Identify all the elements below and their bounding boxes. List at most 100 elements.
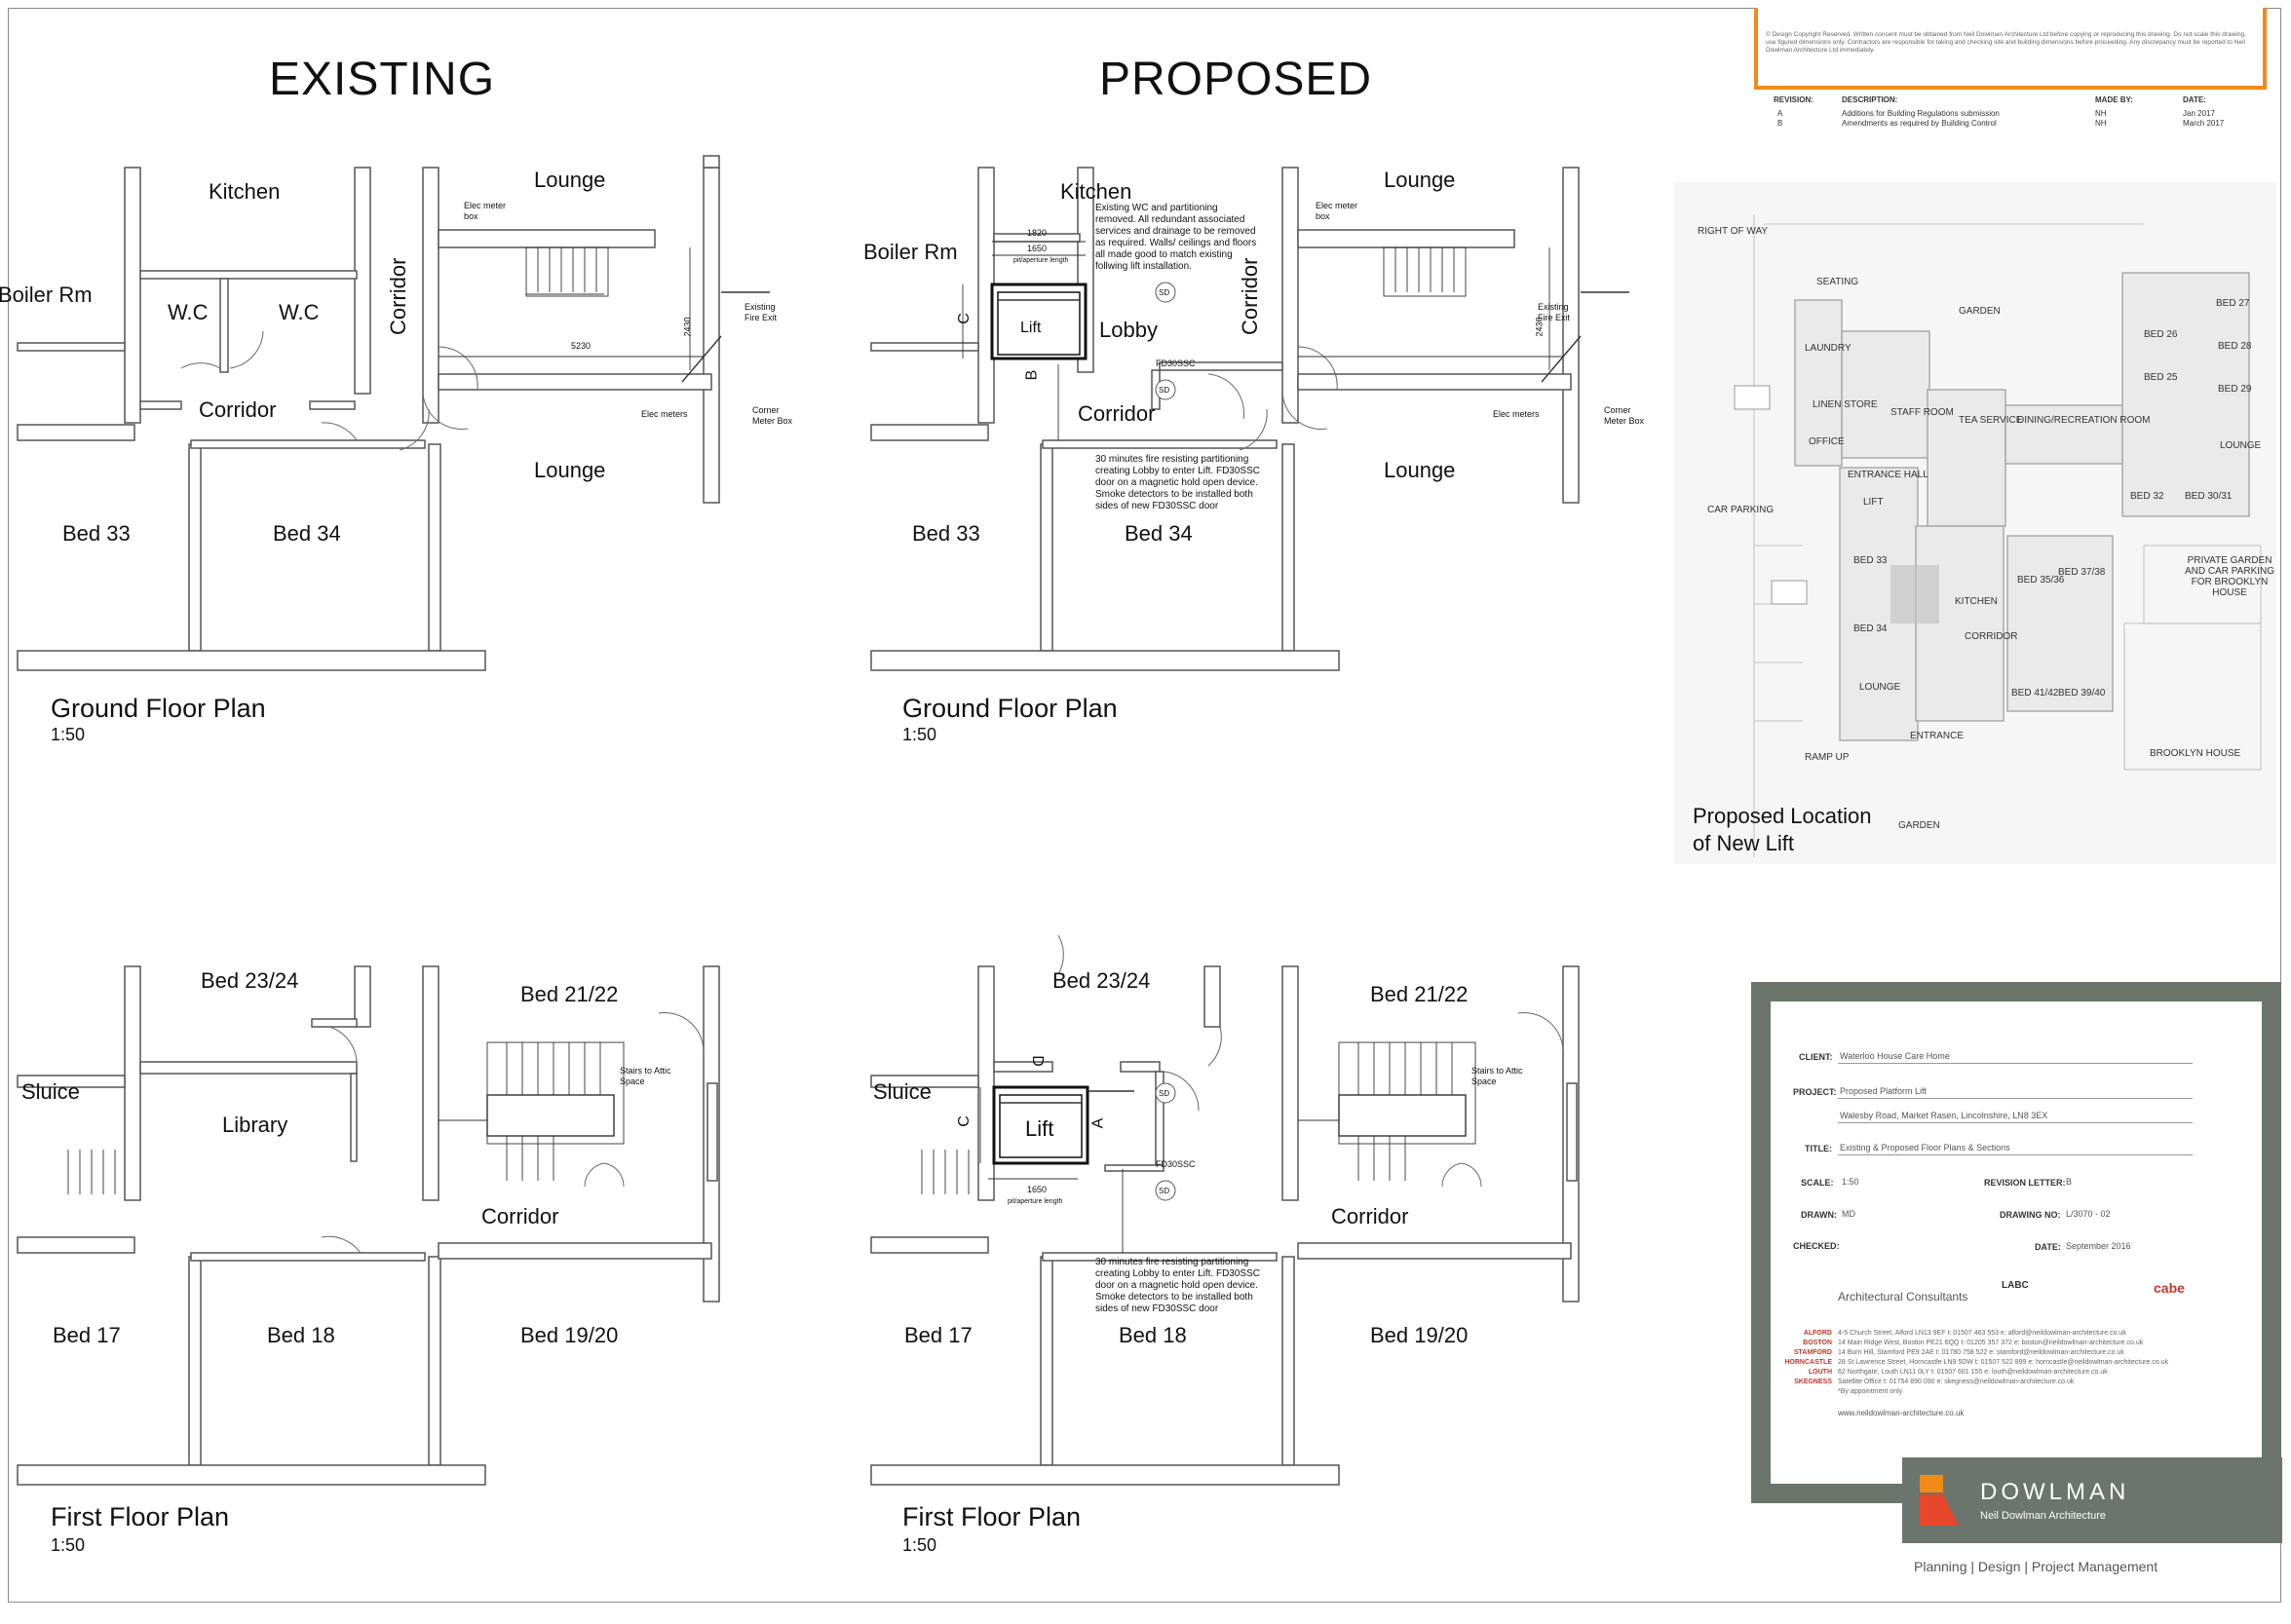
room-bed34: Bed 34 (273, 521, 341, 546)
label-elec-meter-box: Elec meter box (464, 201, 507, 221)
site-label-ramp-up: RAMP UP (1805, 752, 1850, 763)
room-bed18: Bed 18 (267, 1323, 335, 1347)
rev-header-date: DATE: (2183, 95, 2206, 104)
label-elec-meters: Elec meters (641, 409, 688, 419)
title-block (1751, 982, 2281, 1503)
proposed-ground-lift (990, 283, 1088, 360)
site-label-dining: DINING/RECREATION ROOM (2017, 415, 2151, 426)
tb-scale-label: SCALE: (1801, 1178, 1834, 1188)
tb-project: Proposed Platform Lift (1840, 1086, 1928, 1096)
site-label-car-parking: CAR PARKING (1707, 505, 1775, 515)
room-bed2122-p: Bed 21/22 (1370, 982, 1469, 1006)
room-boiler-p: Boiler Rm (863, 240, 958, 264)
tb-drawingno-label: DRAWING NO: (2000, 1210, 2061, 1220)
tb-client-label: CLIENT: (1799, 1052, 1833, 1062)
site-label-bed32: BED 32 (2130, 491, 2164, 502)
note-fire-partition-first: 30 minutes fire resisting partitioning c… (1095, 1257, 1260, 1314)
label-pit-aperture-ground: pit/aperture length (1013, 257, 1069, 264)
room-lounge-2-p: Lounge (1384, 458, 1456, 482)
tb-addresses: 4-5 Church Street, Alford LN13 9EF t: 01… (1838, 1330, 2169, 1395)
proposed-first-lift (992, 1085, 1134, 1165)
door-c-ground: C (955, 313, 973, 324)
existing-first-walls (17, 965, 720, 1486)
tb-project-label: PROJECT: (1793, 1087, 1837, 1097)
site-label-staff-room: STAFF ROOM (1890, 407, 1954, 418)
room-bed2122: Bed 21/22 (520, 982, 619, 1006)
site-label-office: OFFICE (1809, 436, 1845, 447)
site-label-kitchen: KITCHEN (1955, 596, 1998, 607)
rev-row-a-date: Jan 2017 (2183, 109, 2215, 118)
tb-consultants: Architectural Consultants (1838, 1290, 1968, 1303)
room-lounge-2: Lounge (534, 458, 606, 482)
room-corridor-p: Corridor (1078, 401, 1156, 426)
heading-proposed: PROPOSED (1099, 54, 1373, 105)
drawing-frame (8, 8, 2281, 1603)
label-fd30ssc-first: FD30SSC (1156, 1159, 1196, 1169)
site-label-bed27: BED 27 (2216, 298, 2250, 309)
plan-title-proposed-first: First Floor Plan (902, 1502, 1082, 1531)
rev-row-b-desc: Amendments as required by Building Contr… (1842, 119, 1997, 128)
brand-sub: Neil Dowlman Architecture (1980, 1510, 2106, 1522)
site-label-entrance-hall: ENTRANCE HALL (1848, 470, 1928, 480)
proposed-first-sluice-stairs (921, 1150, 970, 1194)
site-label-bed26: BED 26 (2144, 329, 2178, 340)
rev-header-description: DESCRIPTION: (1842, 95, 1898, 104)
site-plan-sketch (1674, 182, 2276, 864)
site-label-lounge-1: LOUNGE (2220, 440, 2262, 451)
room-corridor-first-p: Corridor (1331, 1204, 1409, 1228)
dim-1650-ground: 1650 (1027, 244, 1048, 253)
room-bed2324: Bed 23/24 (201, 968, 299, 993)
tb-scale: 1:50 (1842, 1177, 1859, 1187)
room-lounge-p: Lounge (1384, 168, 1456, 192)
proposed-first-stairs (1298, 1041, 1476, 1181)
tb-title: Existing & Proposed Floor Plans & Sectio… (1840, 1143, 2010, 1152)
room-corridor-first: Corridor (481, 1204, 559, 1228)
room-lounge: Lounge (534, 168, 606, 192)
label-existing-fire-exit-p: Existing Fire Exit (1538, 302, 1571, 322)
label-corner-meter-box: Corner Meter Box (752, 405, 793, 426)
room-lift-ground: Lift (1020, 320, 1042, 336)
site-caption: Proposed Location of New Lift (1693, 804, 1872, 855)
room-kitchen: Kitchen (209, 179, 281, 204)
label-fd30ssc-ground: FD30SSC (1156, 359, 1196, 368)
site-label-entrance: ENTRANCE (1910, 731, 1965, 741)
door-a-first: A (1089, 1117, 1107, 1129)
room-bed1920: Bed 19/20 (520, 1323, 619, 1347)
site-label-garden-2: GARDEN (1898, 820, 1940, 831)
label-stairs-attic: Stairs to Attic Space (620, 1066, 671, 1086)
rev-row-b-by: NH (2095, 119, 2107, 128)
existing-first-stairs (439, 1041, 625, 1181)
site-label-bed3738: BED 37/38 (2058, 567, 2106, 578)
dim-1650-first: 1650 (1027, 1185, 1048, 1194)
room-bed17-p: Bed 17 (904, 1323, 973, 1347)
site-label-linen: LINEN STORE (1813, 399, 1878, 410)
brand-tagline: Planning | Design | Project Management (1914, 1559, 2158, 1574)
rev-header-madeby: MADE BY: (2095, 95, 2133, 104)
room-lobby: Lobby (1099, 318, 1158, 342)
room-corridor-vertical: Corridor (386, 257, 410, 335)
label-elec-meter-box-p: Elec meter box (1316, 201, 1358, 221)
label-stairs-attic-p: Stairs to Attic Space (1471, 1066, 1523, 1086)
room-bed1920-p: Bed 19/20 (1370, 1323, 1469, 1347)
sd-first-2: SD (1159, 1187, 1170, 1195)
brand-name: DOWLMAN (1980, 1479, 2130, 1505)
room-bed17: Bed 17 (53, 1323, 121, 1347)
plan-scale-existing-ground: 1:50 (51, 725, 86, 744)
badge-cabe: cabe (2154, 1280, 2185, 1296)
tb-date-label: DATE: (2035, 1242, 2061, 1252)
dim-2430-p: 2430 (1534, 317, 1545, 337)
site-label-lift: LIFT (1863, 497, 1884, 508)
plan-title-proposed-ground: Ground Floor Plan (902, 694, 1118, 723)
existing-first-sluice-stairs (67, 1150, 116, 1194)
site-label-bed3536: BED 35/36 (2017, 575, 2065, 585)
room-bed18-p: Bed 18 (1119, 1323, 1187, 1347)
plan-scale-proposed-ground: 1:50 (902, 725, 937, 744)
copyright-text: © Design Copyright Reserved. Written con… (1766, 31, 2246, 54)
room-boiler: Boiler Rm (0, 283, 93, 307)
rev-row-a-desc: Additions for Building Regulations submi… (1842, 109, 2000, 118)
door-d-first: D (1028, 1055, 1046, 1067)
sd-first-1: SD (1159, 1089, 1170, 1098)
label-corner-meter-box-p: Corner Meter Box (1604, 405, 1645, 426)
